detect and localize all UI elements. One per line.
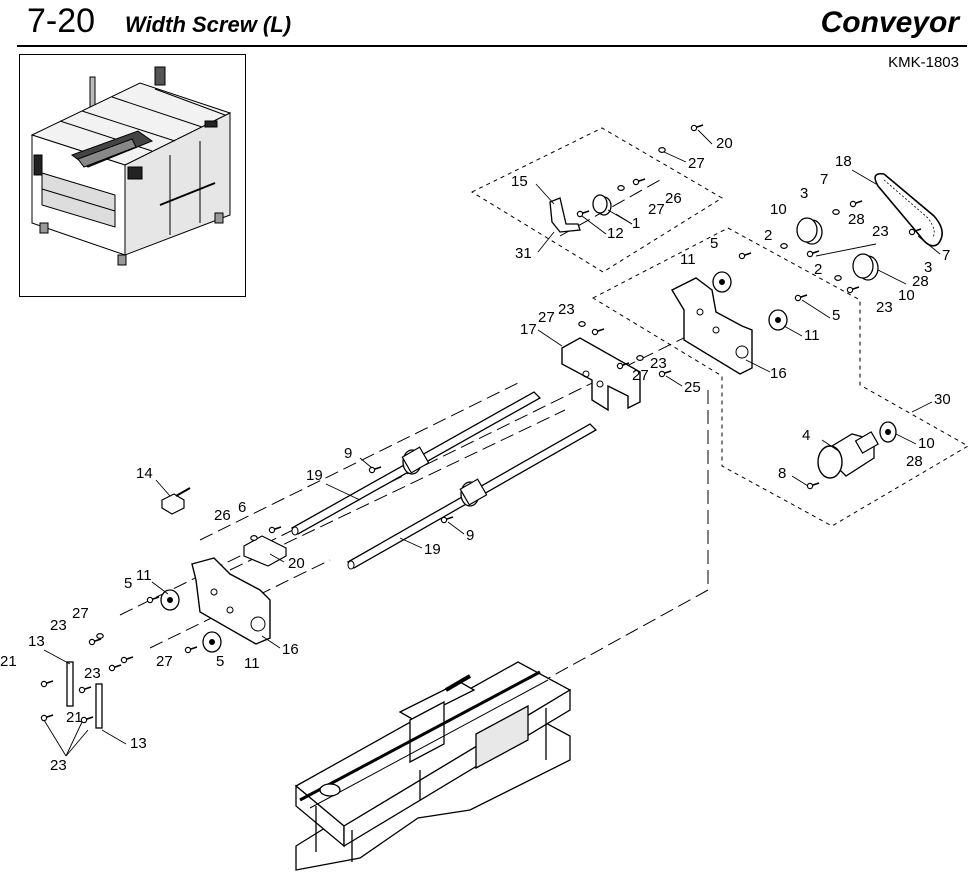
callout-4: 4 [802,427,810,444]
callout-23: 23 [872,223,889,240]
callout-27: 27 [538,309,555,326]
pulley-10-c [879,421,897,443]
callout-23: 23 [876,299,893,316]
bracket-plate-17 [561,337,641,412]
callout-16: 16 [282,641,299,658]
machine-overview-thumbnail [19,54,246,297]
callout-1: 1 [632,215,640,232]
side-plate-16-upper [671,277,753,375]
callout-28: 28 [912,273,929,290]
callout-11: 11 [680,251,696,268]
callout-19: 19 [424,541,441,558]
header-rule [17,45,967,47]
callout-16: 16 [770,365,787,382]
callout-30: 30 [934,391,951,408]
conveyor-base-assembly [294,661,572,871]
pulley-10-b [852,253,879,281]
callout-31: 31 [515,245,532,262]
callout-11: 11 [244,655,260,672]
callout-13: 13 [28,633,45,650]
bearing-11-c [160,589,180,611]
callout-27: 27 [632,367,649,384]
callout-21: 21 [66,709,83,726]
section-number: 7-20 [27,2,96,40]
callout-23: 23 [84,665,101,682]
callout-18: 18 [835,153,852,170]
callout-13: 13 [130,735,147,752]
callout-11: 11 [136,567,152,584]
callout-15: 15 [511,173,528,190]
callout-5: 5 [216,653,224,670]
bearing-11-b [768,309,788,331]
callout-28: 28 [906,453,923,470]
bearing-11-d [202,631,222,653]
callout-8: 8 [778,465,786,482]
callout-labels: 20 27 15 26 27 1 12 31 18 3 7 10 28 2 23… [0,135,951,774]
callout-23: 23 [650,355,667,372]
sensor-block-14 [161,487,191,515]
callout-23: 23 [50,617,67,634]
bracket-13-lower [95,683,103,729]
callout-17: 17 [520,321,537,338]
callout-5: 5 [710,235,718,252]
group-31-outline [470,127,723,273]
callout-25: 25 [684,379,701,396]
callout-27: 27 [688,155,705,172]
machine-overview-drawing [30,66,232,266]
bracket-20 [243,535,287,567]
axis-line-lower [229,409,566,571]
bracket-15 [549,197,581,233]
side-plate-16-lower [191,557,271,645]
axis-line-upper [199,381,521,541]
callout-28: 28 [848,211,865,228]
pulley-1 [592,194,612,216]
callout-10: 10 [918,435,935,452]
callout-14: 14 [136,465,153,482]
callout-6: 6 [238,499,246,516]
callout-21: 21 [0,653,17,670]
category-title: Conveyor [820,6,959,39]
leader-lines [43,129,941,757]
callout-23: 23 [558,301,575,318]
pulley-10-a [796,217,823,245]
callout-2: 2 [814,261,822,278]
callout-7: 7 [820,171,828,188]
callout-2: 2 [764,227,772,244]
bearing-11-a [712,271,732,293]
group-30-outline [591,227,970,527]
callout-5: 5 [832,307,840,324]
callout-11: 11 [804,327,820,344]
callout-3: 3 [924,259,932,276]
motor [817,431,879,479]
callout-10: 10 [898,287,915,304]
ball-screw-upper [290,391,542,536]
callout-9: 9 [466,527,474,544]
ball-screw-lower [346,423,598,570]
callout-7: 7 [942,247,950,264]
callout-27: 27 [156,653,173,670]
callout-27: 27 [72,605,89,622]
callout-20: 20 [288,555,305,572]
callout-23: 23 [50,757,67,774]
callout-9: 9 [344,445,352,462]
page-header: 7-20 Width Screw (L) Conveyor KMK-1803 [0,0,971,71]
callout-22: 20 [716,135,733,152]
callout-26: 26 [214,507,231,524]
callout-5: 5 [124,575,132,592]
callout-24: 26 [665,190,682,207]
bracket-13-upper [66,661,74,707]
callout-10: 10 [770,201,787,218]
callout-19: 19 [306,467,323,484]
drop-line-diagonal [544,589,709,681]
document-code: KMK-1803 [888,54,959,71]
callout-27: 27 [648,201,665,218]
callout-12: 12 [607,225,624,242]
callout-3: 3 [800,185,808,202]
section-title: Width Screw (L) [125,12,292,37]
